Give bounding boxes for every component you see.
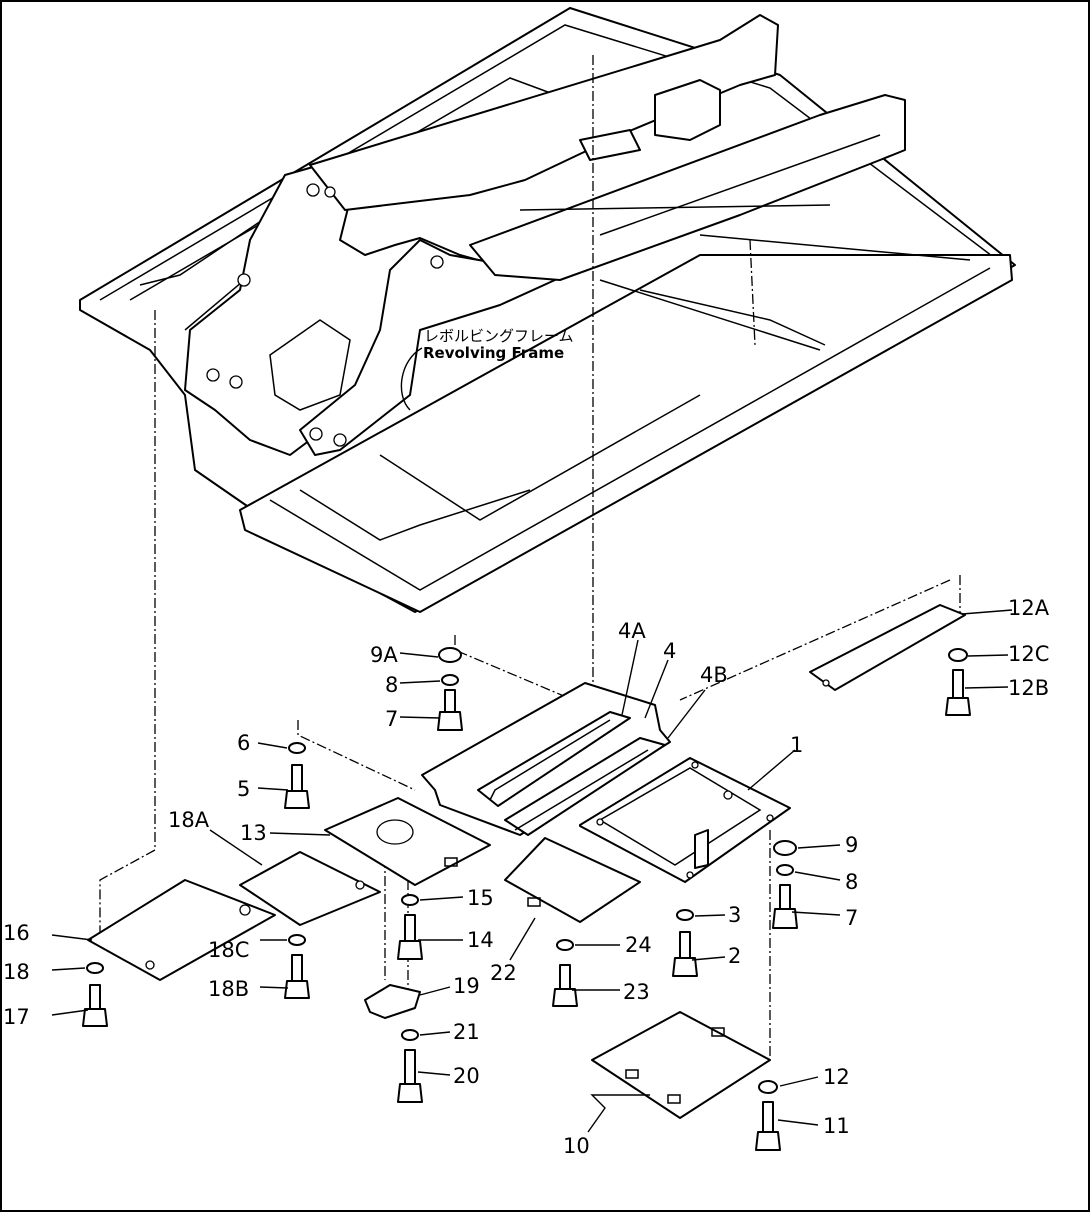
callout-24: 24 xyxy=(625,933,652,957)
callout-4A: 4A xyxy=(618,619,646,643)
callout-13: 13 xyxy=(240,821,267,845)
callout-18C: 18C xyxy=(208,938,249,962)
callout-12B: 12B xyxy=(1008,676,1049,700)
callout-18A: 18A xyxy=(168,808,210,832)
callout-3: 3 xyxy=(728,903,741,927)
callout-1: 1 xyxy=(790,733,803,757)
part-22-plate xyxy=(504,837,641,923)
callout-2: 2 xyxy=(728,944,741,968)
callout-22: 22 xyxy=(490,961,517,985)
callout-16: 16 xyxy=(3,921,30,945)
callout-15: 15 xyxy=(467,886,494,910)
callout-19: 19 xyxy=(453,974,480,998)
callout-18B: 18B xyxy=(208,977,249,1001)
part-4B-guide xyxy=(504,737,666,836)
callout-12: 12 xyxy=(823,1065,850,1089)
fasteners xyxy=(82,647,971,1151)
callout-labels: 9A 8 7 6 5 4A 4 4B 1 12A 12C 12B 9 8 7 3… xyxy=(3,596,1050,1158)
callout-12C: 12C xyxy=(1008,642,1049,666)
frame-label-japanese: レボルビングフレーム xyxy=(424,327,574,345)
callout-8-upper: 8 xyxy=(385,673,398,697)
callout-17: 17 xyxy=(3,1005,30,1029)
callout-8-lower: 8 xyxy=(845,870,858,894)
part-12A-cover-strip xyxy=(809,604,966,691)
callout-6: 6 xyxy=(237,731,250,755)
part-1-plate xyxy=(579,757,791,883)
callout-20: 20 xyxy=(453,1064,480,1088)
part-10-plate xyxy=(591,1011,771,1119)
callout-10: 10 xyxy=(563,1134,590,1158)
leader-lines xyxy=(51,609,1013,1133)
callout-9A: 9A xyxy=(370,643,398,667)
callout-18: 18 xyxy=(3,960,30,984)
frame-label-english: Revolving Frame xyxy=(423,344,564,362)
callout-7-upper: 7 xyxy=(385,707,398,731)
callout-14: 14 xyxy=(467,928,494,952)
callout-4B: 4B xyxy=(700,663,728,687)
callout-12A: 12A xyxy=(1008,596,1050,620)
revolving-frame xyxy=(79,7,1016,613)
callout-9: 9 xyxy=(845,833,858,857)
callout-21: 21 xyxy=(453,1020,480,1044)
callout-11: 11 xyxy=(823,1114,850,1138)
callout-7-lower: 7 xyxy=(845,906,858,930)
callout-4: 4 xyxy=(663,639,676,663)
part-19-cover xyxy=(364,984,421,1019)
part-18A-plate xyxy=(239,851,381,926)
part-16-plate xyxy=(87,879,276,981)
callout-5: 5 xyxy=(237,777,250,801)
callout-23: 23 xyxy=(623,980,650,1004)
part-4A-guide xyxy=(477,711,631,807)
part-13-plate xyxy=(324,797,491,886)
